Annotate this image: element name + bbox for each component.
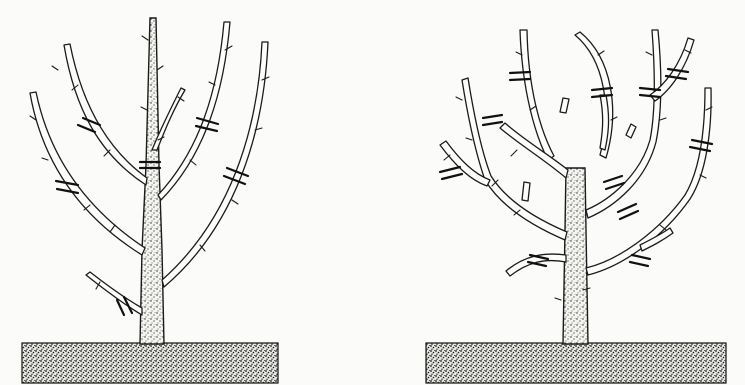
right-soil <box>426 343 726 383</box>
left-soil <box>22 343 278 383</box>
right-tree <box>426 30 726 383</box>
left-tree <box>22 18 278 383</box>
right-trunk <box>563 168 588 344</box>
